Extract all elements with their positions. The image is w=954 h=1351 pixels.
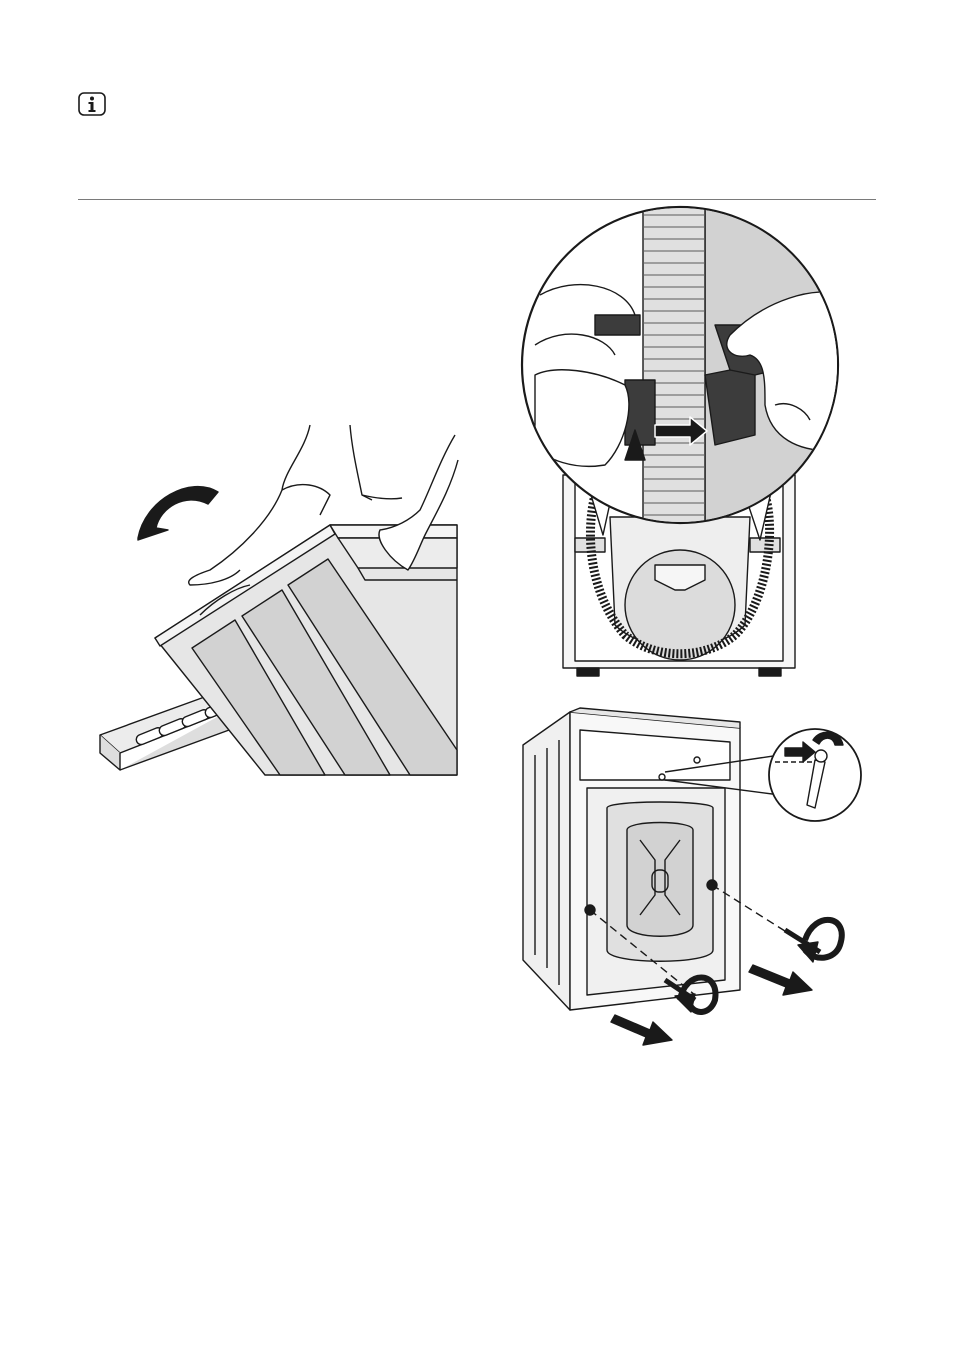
pull-out-arrow-icon (611, 1015, 672, 1045)
section-divider (78, 199, 876, 200)
pull-out-arrow-icon (749, 965, 812, 995)
lift-appliance-remove-base-illustration (90, 420, 470, 790)
remove-hose-clip-illustration (515, 205, 845, 685)
rotate-arrow-icon (138, 487, 218, 540)
remove-transit-bolts-illustration (515, 700, 865, 1050)
info-icon (78, 92, 106, 116)
